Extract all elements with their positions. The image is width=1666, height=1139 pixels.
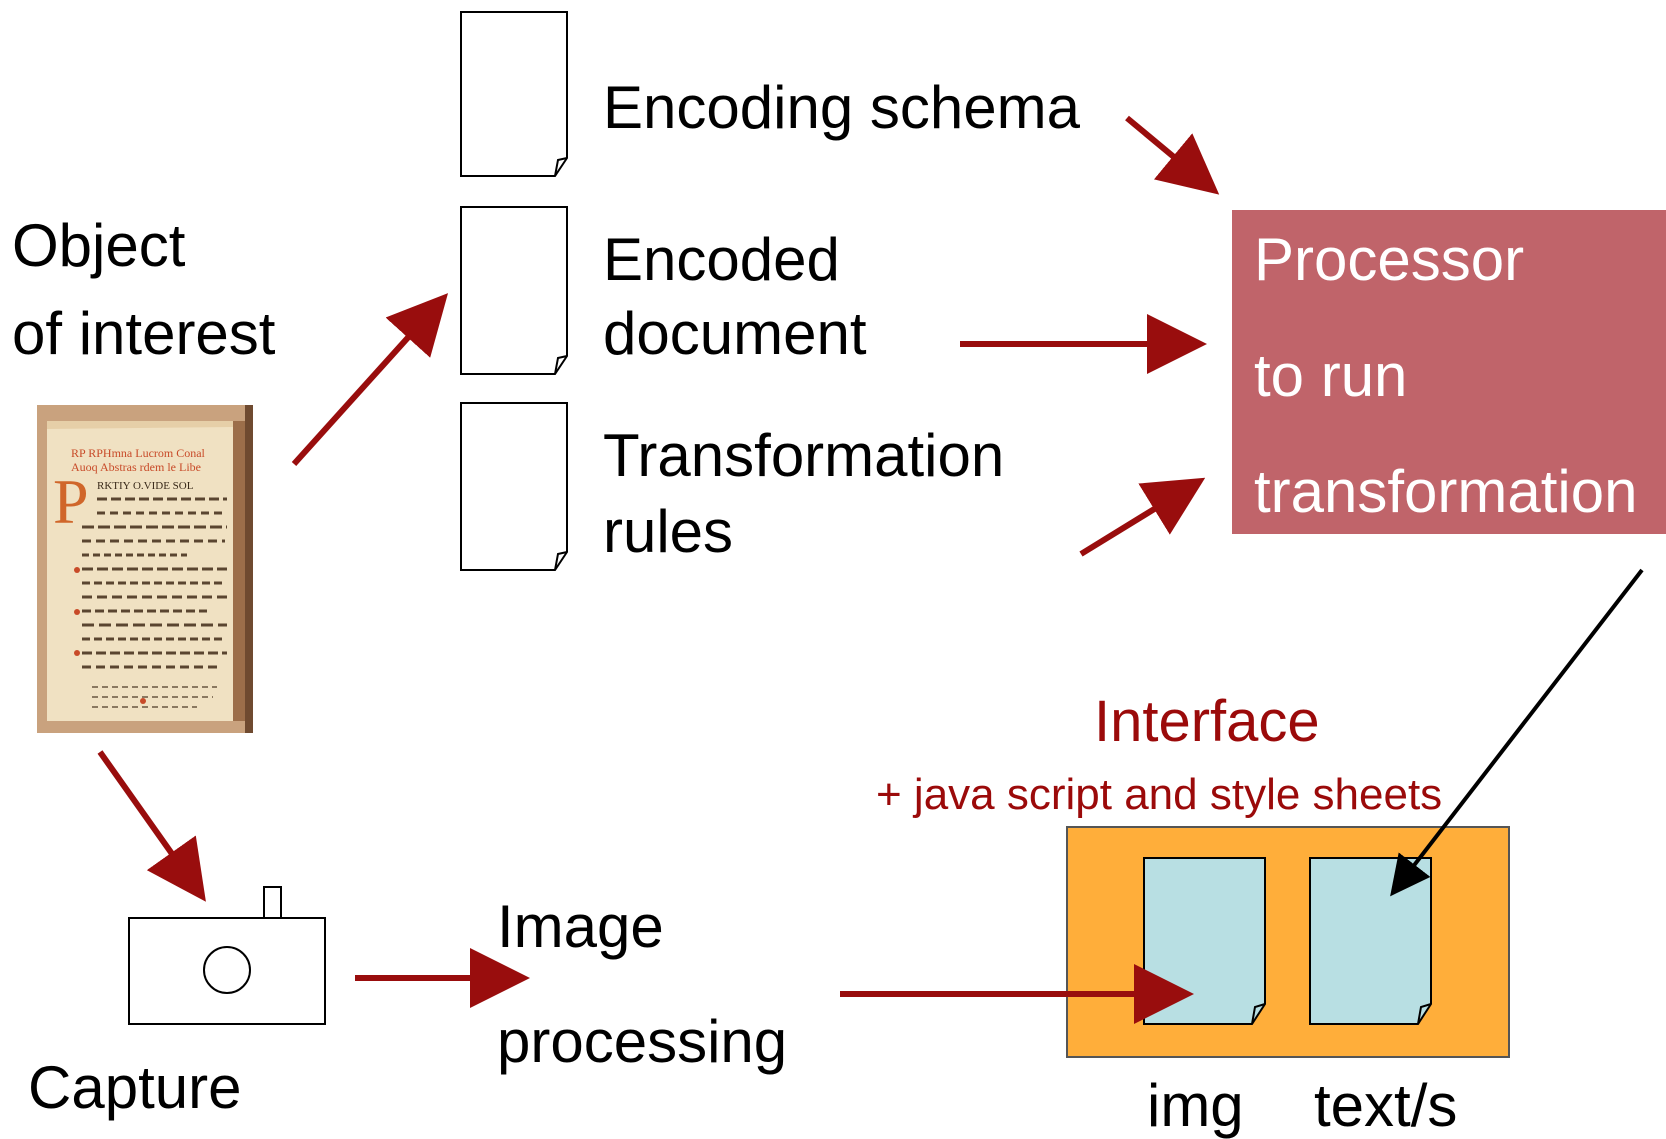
arrow-processor-to-text-pane <box>1390 568 1644 897</box>
camera-icon <box>128 886 326 1025</box>
encoded-document-label-line1: Encoded <box>603 226 840 293</box>
svg-text:RKTIY O.VIDE SOL: RKTIY O.VIDE SOL <box>97 480 194 492</box>
svg-text:Auoq Abstras rdem le Libe: Auoq Abstras rdem le Libe <box>71 460 201 474</box>
arrow-schema-to-processor <box>1125 115 1220 195</box>
image-processing-label-line2: processing <box>497 1008 788 1075</box>
arrow-object-to-documents <box>291 293 449 467</box>
document-icon-encoding-schema <box>460 11 568 177</box>
document-icon-transformation-rules <box>460 402 568 571</box>
encoded-document-label-line2: document <box>603 300 867 367</box>
svg-text:RP RPHmna Lucrom Conal: RP RPHmna Lucrom Conal <box>71 446 206 460</box>
image-processing-label-line1: Image <box>497 893 664 960</box>
object-label-line2: of interest <box>12 300 276 367</box>
arrow-object-to-camera <box>97 750 206 902</box>
interface-subtitle: + java script and style sheets <box>876 770 1443 819</box>
document-icon-encoded-document <box>460 206 568 375</box>
text-label: text/s <box>1314 1072 1458 1139</box>
object-label-line1: Object <box>12 212 186 279</box>
transformation-rules-label-line1: Transformation <box>603 422 1005 489</box>
capture-label: Capture <box>28 1054 242 1121</box>
manuscript-image: RP RPHmna Lucrom Conal Auoq Abstras rdem… <box>37 405 253 733</box>
svg-text:P: P <box>53 466 89 537</box>
img-label: img <box>1147 1072 1244 1139</box>
processor-label-line3: transformation <box>1254 458 1638 525</box>
transformation-rules-label-line2: rules <box>603 498 734 565</box>
processor-box: Processor to run transformation <box>1232 210 1666 534</box>
arrow-rules-to-processor <box>1079 477 1206 557</box>
interface-title: Interface <box>1094 689 1320 754</box>
processor-label-line1: Processor <box>1254 226 1525 293</box>
processor-label-line2: to run <box>1254 342 1408 409</box>
encoding-schema-label: Encoding schema <box>603 74 1080 141</box>
